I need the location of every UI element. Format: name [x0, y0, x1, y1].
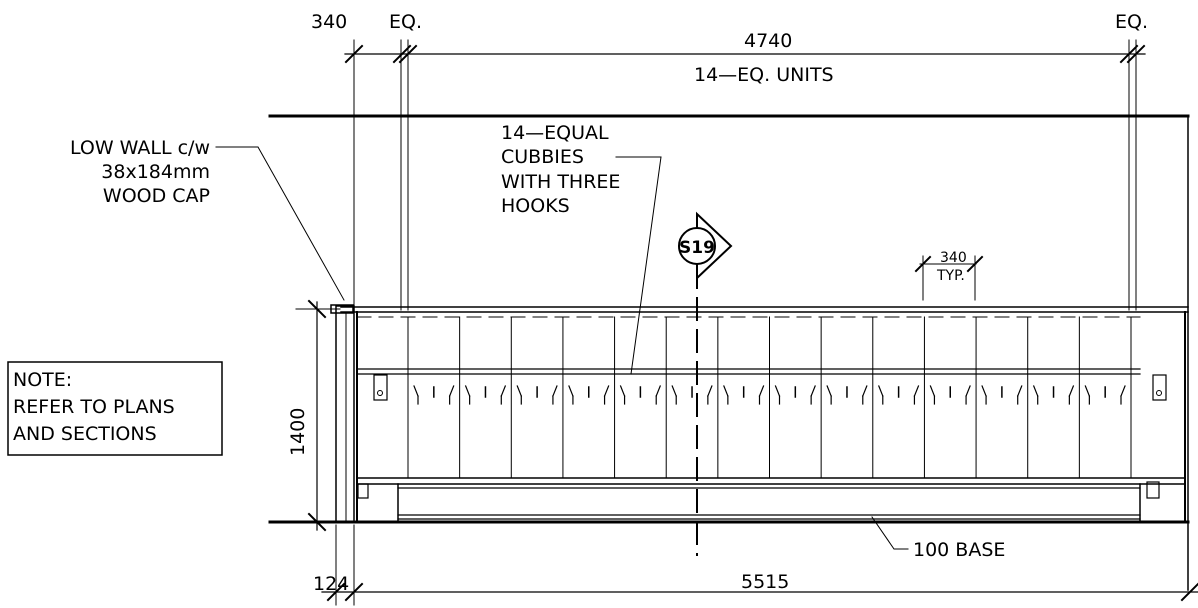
tick: [1119, 44, 1139, 64]
hook: [723, 385, 729, 397]
dim-340: 340: [311, 11, 347, 33]
hook: [981, 385, 987, 397]
tick: [398, 44, 418, 64]
cubby-dividers: [407, 316, 1132, 479]
hook: [965, 385, 971, 397]
tick: [392, 44, 412, 64]
bracket-right: [1152, 374, 1167, 401]
typ-label: TYP.: [936, 268, 965, 284]
dim-1400: 1400: [287, 408, 309, 456]
note-line-2: REFER TO PLANS: [13, 396, 175, 418]
tick: [344, 582, 364, 602]
base-leader: [871, 516, 909, 550]
low-wall-leader: [215, 146, 345, 301]
note-line-3: AND SECTIONS: [13, 423, 157, 445]
hook: [1120, 385, 1126, 397]
hook: [448, 385, 455, 397]
hook: [862, 385, 868, 397]
hook: [826, 385, 832, 397]
hook: [929, 385, 936, 397]
block-right: [1146, 481, 1160, 499]
base-callout: 100 BASE: [913, 539, 1005, 561]
hook: [552, 385, 558, 397]
low-wall-line-2: 38x184mm: [101, 161, 210, 183]
tick: [914, 255, 932, 273]
hook: [707, 385, 713, 397]
hook: [913, 385, 920, 397]
hook: [671, 385, 677, 397]
hook: [464, 385, 471, 397]
cubbies-line-1: 14—EQUAL: [501, 122, 609, 144]
cubbies-line-2: CUBBIES: [501, 146, 584, 168]
bracket-left: [373, 374, 388, 401]
low-wall: [335, 305, 355, 523]
hook: [1032, 385, 1039, 397]
note-box: [7, 361, 223, 456]
dim-eq-right: EQ.: [1115, 11, 1148, 33]
section-marker-circle: [678, 227, 716, 265]
dim-124: 124: [313, 573, 349, 595]
cubbies-line-3: WITH THREE: [501, 171, 620, 193]
hook: [619, 385, 626, 397]
typ-value: 340: [940, 250, 967, 266]
hook: [774, 385, 781, 397]
cubbies-leader: [615, 156, 662, 375]
dim-5515: 5515: [741, 571, 789, 593]
bracket-bolt: [377, 390, 383, 396]
tick: [326, 582, 346, 602]
tick: [307, 512, 327, 532]
tick: [966, 255, 984, 273]
hook: [1068, 385, 1075, 397]
hook: [500, 385, 507, 397]
hook: [1016, 385, 1023, 397]
hook: [655, 385, 661, 397]
wood-cap: [330, 304, 354, 314]
tick: [344, 44, 364, 64]
hook: [568, 385, 574, 397]
hook: [1084, 385, 1091, 397]
hook: [516, 385, 523, 397]
cubbies-line-4: HOOKS: [501, 195, 570, 217]
dim-4740: 4740: [744, 30, 792, 52]
hook: [758, 385, 765, 397]
tick: [1126, 44, 1146, 64]
hook: [878, 385, 884, 397]
section-marker-label: S19: [679, 238, 715, 258]
low-wall-line-3: WOOD CAP: [103, 185, 210, 207]
block-left: [357, 483, 369, 499]
tick: [1180, 582, 1198, 602]
hook: [413, 385, 419, 397]
low-wall-line-1: LOW WALL c/w: [70, 137, 210, 159]
dim-eq-left: EQ.: [389, 11, 422, 33]
hook: [810, 385, 816, 397]
bracket-bolt: [1156, 390, 1162, 396]
hook: [603, 385, 610, 397]
dim-units: 14—EQ. UNITS: [694, 64, 834, 86]
tick: [307, 299, 327, 319]
hooks: [413, 385, 1126, 405]
note-line-1: NOTE:: [13, 369, 72, 391]
